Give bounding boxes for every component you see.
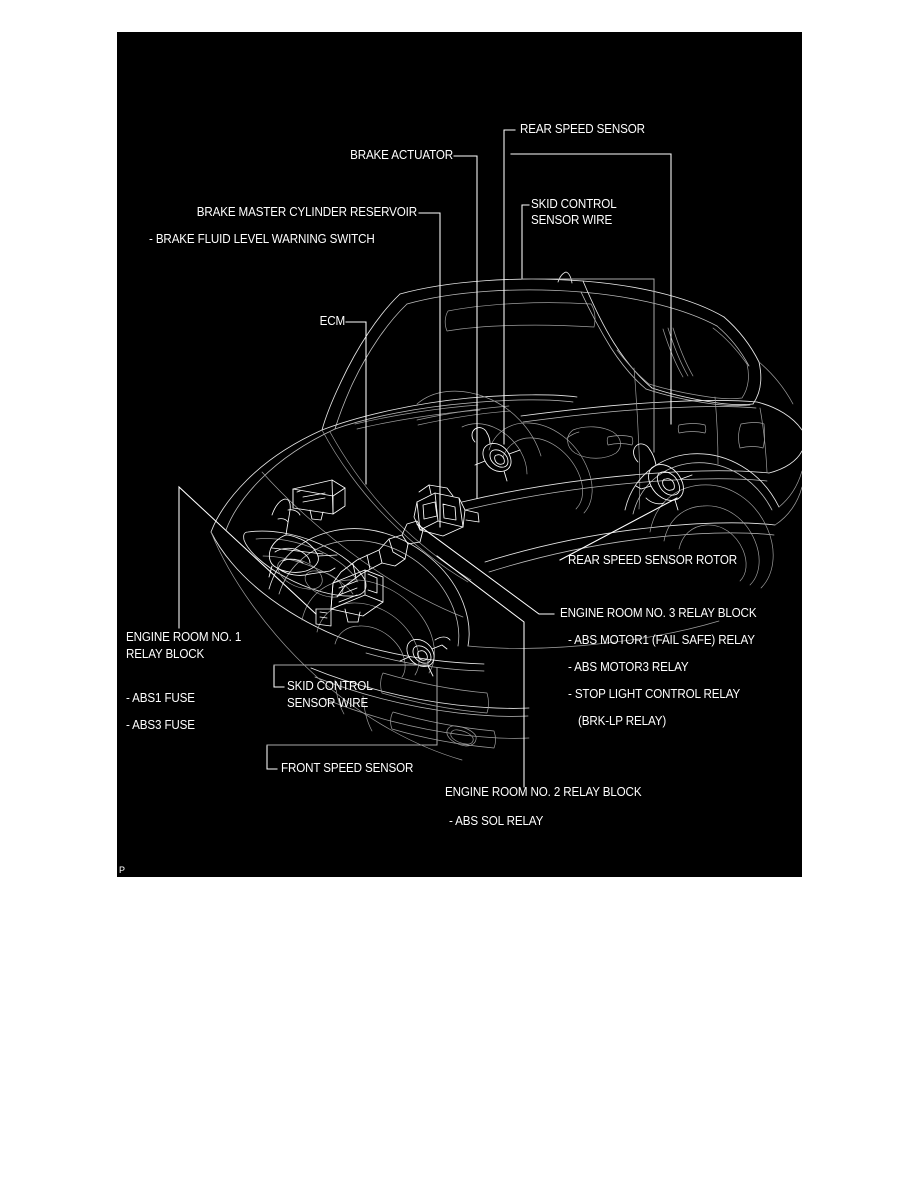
leader-ecm <box>345 321 367 485</box>
ecm-component <box>292 479 346 521</box>
label-stop-light-control-relay: - STOP LIGHT CONTROL RELAY <box>568 687 741 701</box>
label-brk-lp-relay: (BRK-LP RELAY) <box>578 714 667 728</box>
car-body-outline <box>210 271 802 761</box>
label-abs-motor1-fail-safe-relay: - ABS MOTOR1 (FAIL SAFE) RELAY <box>568 633 755 647</box>
brake-actuator-component <box>332 484 480 598</box>
label-ecm: ECM <box>319 314 346 328</box>
label-brake-actuator: BRAKE ACTUATOR <box>350 148 453 162</box>
label-skid-control-sensor-wire-lower-line2: SENSOR WIRE <box>287 696 369 710</box>
label-engine-room-no3-relay-block: ENGINE ROOM NO. 3 RELAY BLOCK <box>560 606 757 620</box>
rear-speed-sensor-component <box>471 427 521 482</box>
label-rear-speed-sensor-rotor: REAR SPEED SENSOR ROTOR <box>568 553 738 567</box>
leader-engine-room-no2-relay-block <box>436 555 525 788</box>
label-skid-control-sensor-wire-lower-line1: SKID CONTROL <box>287 679 373 693</box>
label-brake-master-cylinder-reservoir: BRAKE MASTER CYLINDER RESERVOIR <box>196 205 417 219</box>
label-abs3-fuse: - ABS3 FUSE <box>126 718 195 732</box>
label-abs-sol-relay: - ABS SOL RELAY <box>449 814 544 828</box>
leader-skid-control-sensor-wire-upper <box>510 153 672 453</box>
label-rear-speed-sensor: REAR SPEED SENSOR <box>520 122 645 136</box>
label-front-speed-sensor: FRONT SPEED SENSOR <box>281 761 414 775</box>
leader-engine-room-no3-relay-block <box>416 523 555 615</box>
corner-page-mark: P <box>119 865 126 875</box>
rear-speed-sensor-rotor-component <box>633 443 693 511</box>
engine-room-relay-block-component <box>315 569 384 627</box>
leader-brake-master-cylinder-reservoir <box>418 212 441 528</box>
leader-brake-actuator <box>453 155 478 499</box>
leader-rear-speed-sensor <box>503 129 516 445</box>
label-abs1-fuse: - ABS1 FUSE <box>126 691 195 705</box>
component-location-diagram: BRAKE ACTUATOR BRAKE MASTER CYLINDER RES… <box>117 32 802 877</box>
leader-front-speed-sensor <box>266 667 438 770</box>
front-speed-sensor-component <box>399 636 451 677</box>
label-skid-control-sensor-wire-upper-line1: SKID CONTROL <box>531 197 617 211</box>
label-brake-fluid-level-warning-switch: - BRAKE FLUID LEVEL WARNING SWITCH <box>149 232 375 246</box>
label-engine-room-no1-relay-block-line1: ENGINE ROOM NO. 1 <box>126 630 242 644</box>
brake-master-cylinder-reservoir-component <box>268 498 338 578</box>
label-skid-control-sensor-wire-upper-line2: SENSOR WIRE <box>531 213 613 227</box>
leader-skid-control-sensor-wire-lower <box>273 659 429 688</box>
leader-engine-room-no1-relay-block <box>178 485 317 629</box>
label-engine-room-no2-relay-block: ENGINE ROOM NO. 2 RELAY BLOCK <box>445 785 642 799</box>
leader-rear-speed-sensor-rotor <box>559 497 678 561</box>
car-wireframe-illustration <box>178 129 802 788</box>
label-abs-motor3-relay: - ABS MOTOR3 RELAY <box>568 660 689 674</box>
label-engine-room-no1-relay-block-line2: RELAY BLOCK <box>126 647 205 661</box>
